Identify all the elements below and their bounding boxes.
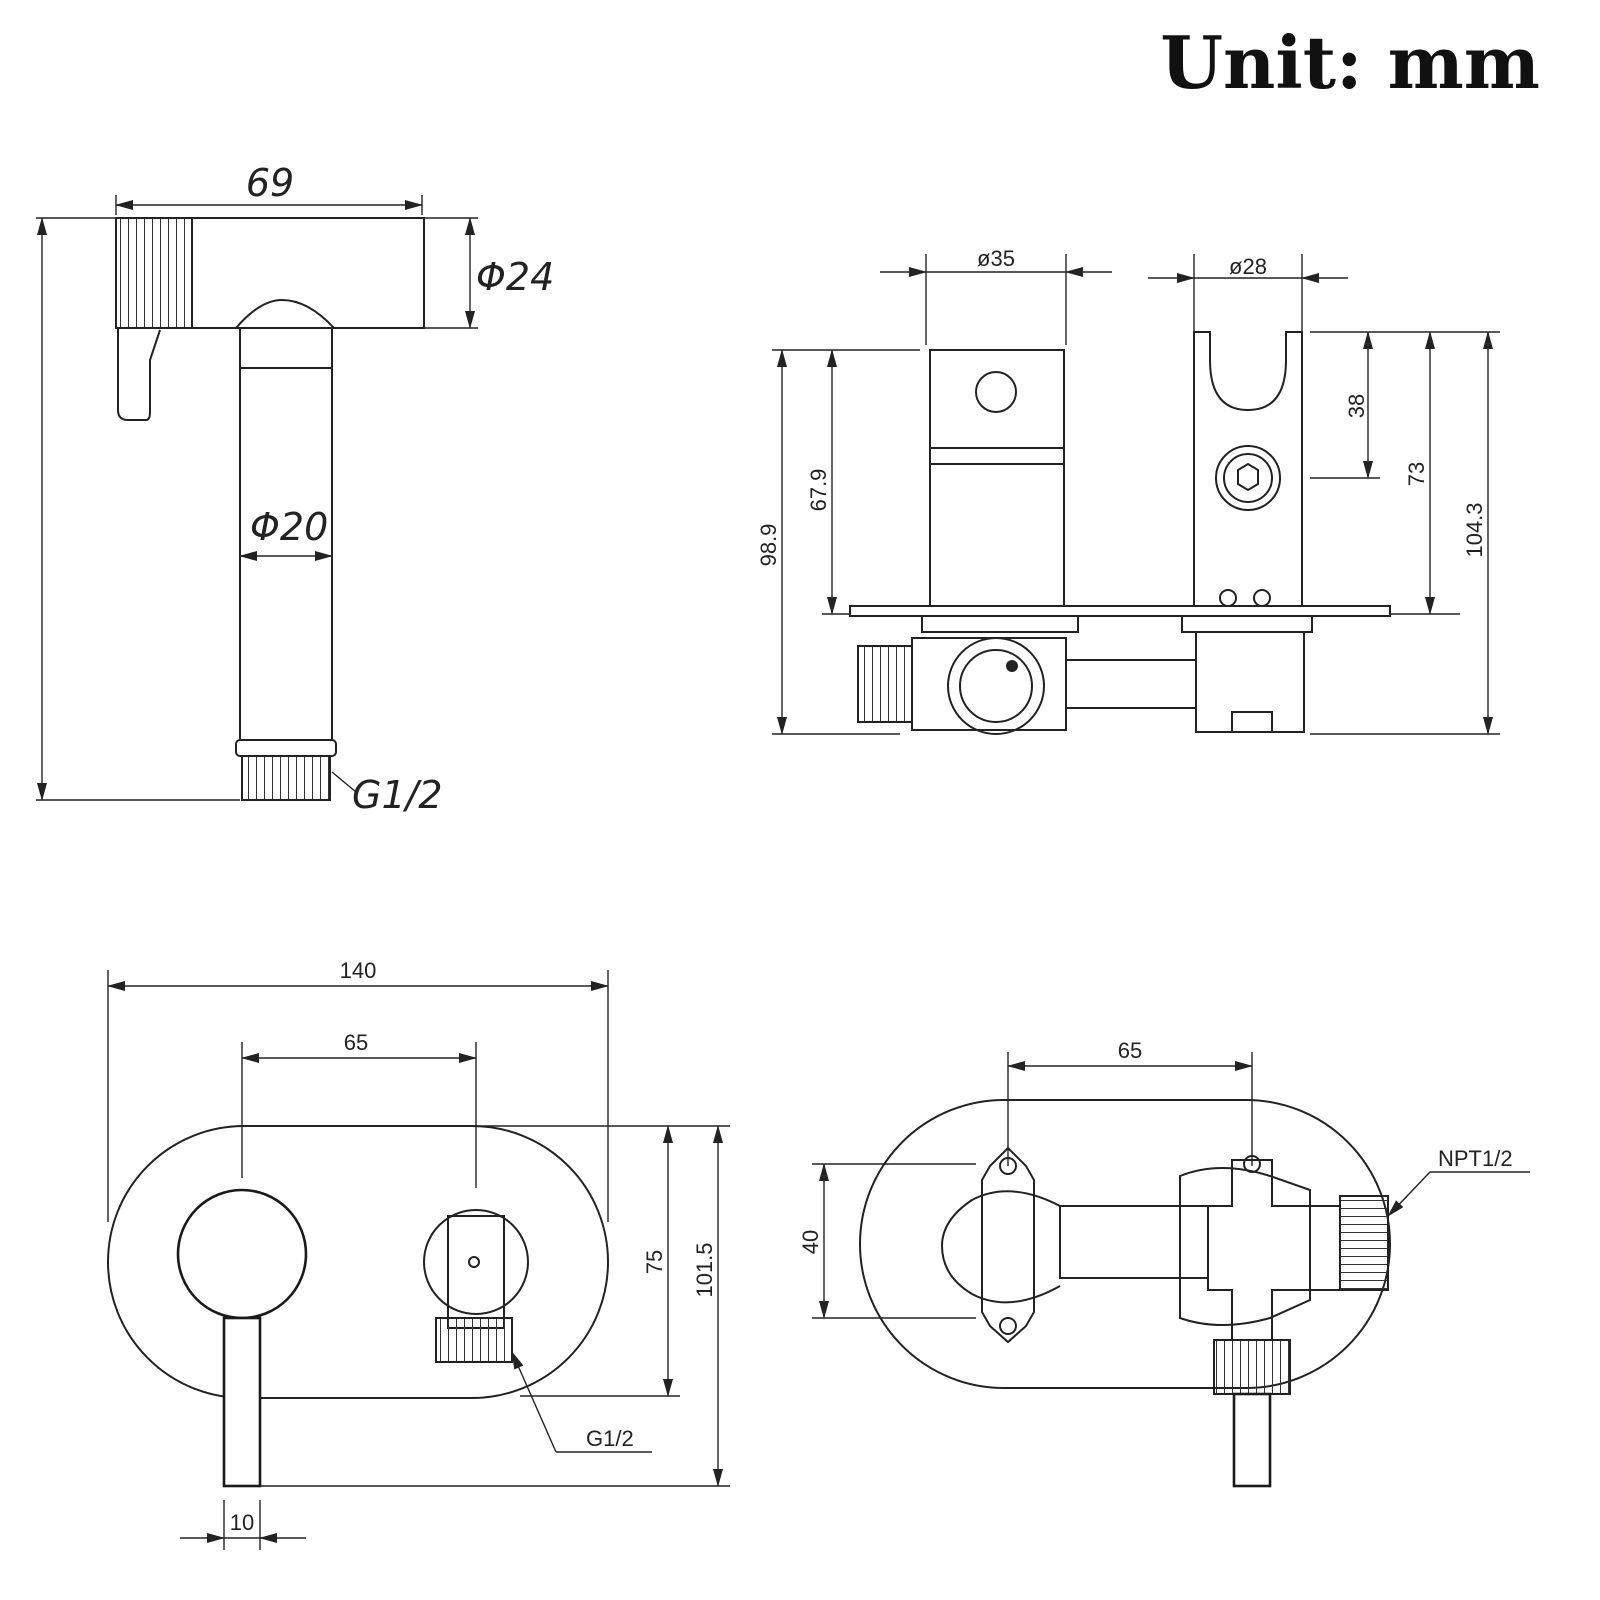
sprayer-view: 69 Φ24 Φ20 G1/2 [36, 161, 554, 817]
sprayer-pipe-dia-label: Φ20 [250, 505, 328, 549]
front-handle-width-label: 10 [230, 1510, 254, 1535]
back-center-dist-label: 65 [1118, 1038, 1142, 1063]
front-center-dist-label: 65 [344, 1030, 368, 1055]
front-h-101-5-label: 101.5 [692, 1242, 717, 1297]
side-dia-right-label: ø28 [1229, 254, 1267, 279]
side-h-104-3-label: 104.3 [1462, 502, 1487, 557]
back-h-40-label: 40 [798, 1230, 823, 1254]
sprayer-head-dia-label: Φ24 [476, 255, 554, 299]
side-h-67-9-label: 67.9 [806, 469, 831, 512]
side-h-98-9-label: 98.9 [756, 524, 781, 567]
side-h-38-label: 38 [1344, 394, 1369, 418]
sprayer-thread-label: G1/2 [352, 773, 443, 817]
front-thread-label: G1/2 [586, 1426, 634, 1451]
front-h-75-label: 75 [642, 1250, 667, 1274]
side-dia-left-label: ø35 [977, 246, 1015, 271]
side-view: ø35 ø28 98. [756, 246, 1500, 735]
unit-label: Unit: mm [1160, 20, 1540, 105]
sprayer-width-label: 69 [246, 161, 294, 205]
back-view: 65 40 NPT1/2 [798, 1038, 1530, 1488]
side-h-73-label: 73 [1404, 462, 1429, 486]
front-width-label: 140 [340, 958, 377, 983]
front-view: 140 65 75 101.5 G1/2 10 [107, 958, 730, 1550]
back-thread-label: NPT1/2 [1438, 1146, 1513, 1171]
